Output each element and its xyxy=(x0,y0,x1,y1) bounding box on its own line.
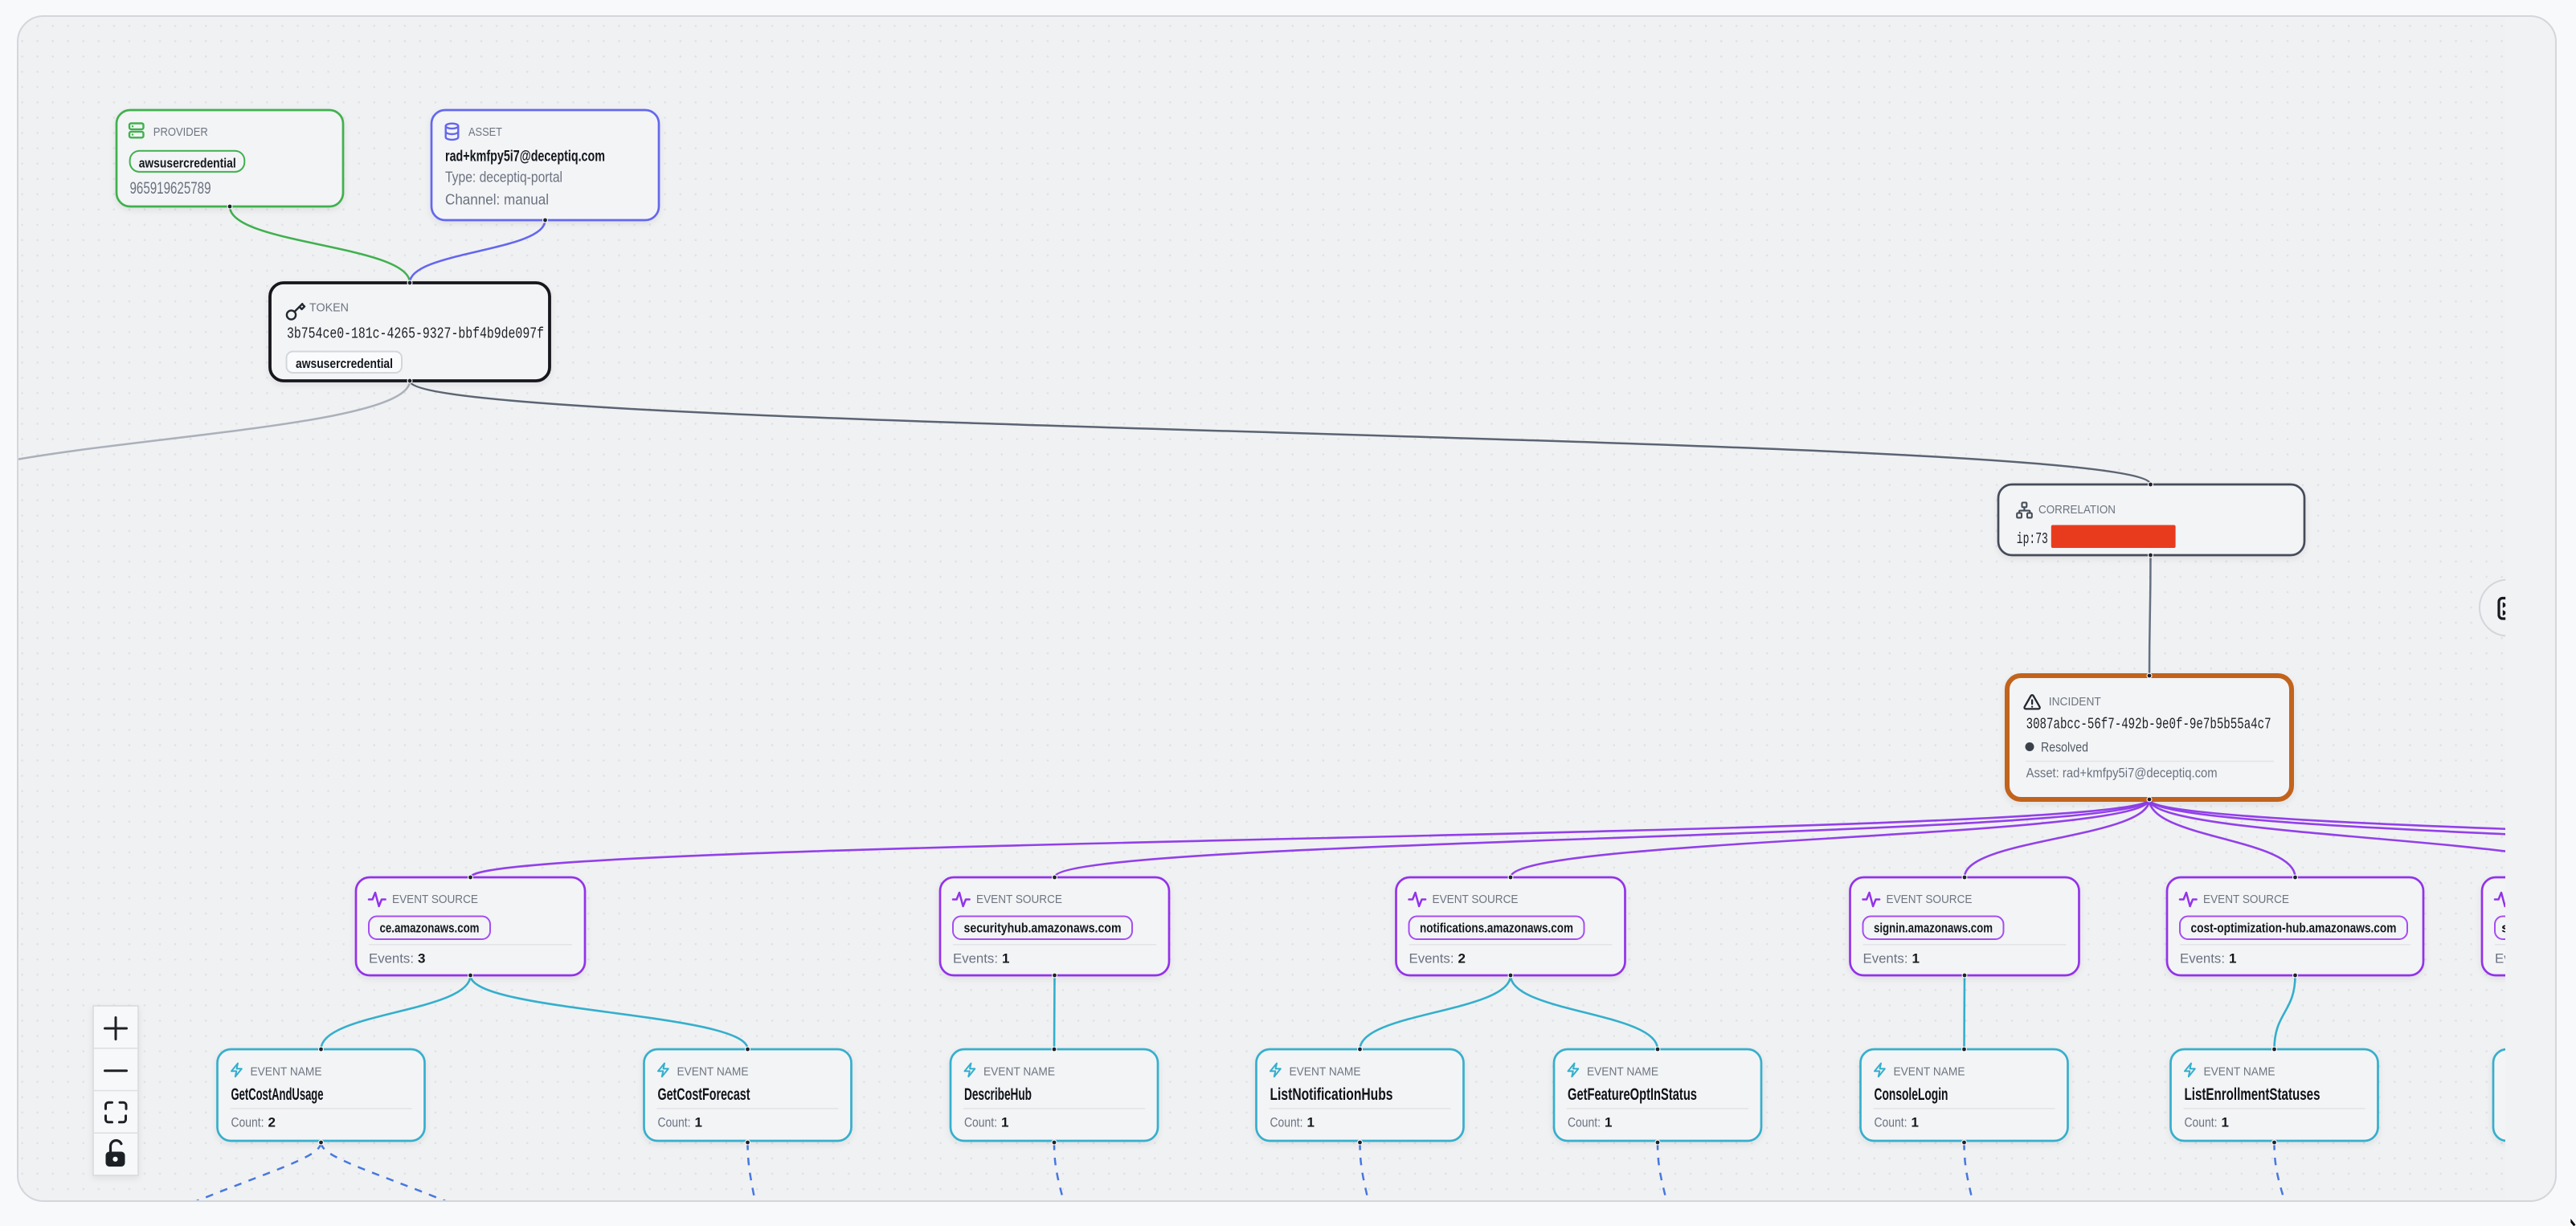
svg-text:Asset: rad+kmfpy5i7@deceptiq.c: Asset: rad+kmfpy5i7@deceptiq.com xyxy=(2026,766,2218,781)
svg-text:1: 1 xyxy=(695,1115,702,1130)
svg-text:ConsoleLogin: ConsoleLogin xyxy=(1875,1085,1948,1104)
svg-text:EVENT SOURCE: EVENT SOURCE xyxy=(1887,893,1973,906)
svg-text:EVENT SOURCE: EVENT SOURCE xyxy=(2203,893,2289,906)
svg-text:ip:73: ip:73 xyxy=(2017,530,2048,548)
svg-text:EVENT NAME: EVENT NAME xyxy=(983,1065,1055,1079)
svg-text:GetCostAndUsage: GetCostAndUsage xyxy=(231,1085,324,1104)
svg-text:GetFeatureOptInStatus: GetFeatureOptInStatus xyxy=(1568,1085,1697,1104)
svg-text:ce.amazonaws.com: ce.amazonaws.com xyxy=(380,922,480,936)
svg-text:1: 1 xyxy=(2222,1115,2229,1130)
svg-text:awsusercredential: awsusercredential xyxy=(296,357,393,371)
svg-text:Resolved: Resolved xyxy=(2041,740,2088,755)
svg-text:1: 1 xyxy=(1001,1115,1008,1130)
svg-text:1: 1 xyxy=(1912,951,1920,966)
svg-text:Count:: Count: xyxy=(231,1115,264,1130)
svg-text:Channel: manual: Channel: manual xyxy=(445,192,549,208)
svg-text:awsusercredential: awsusercredential xyxy=(139,157,236,171)
svg-text:Count:: Count: xyxy=(658,1115,691,1130)
svg-text:EVENT SOURCE: EVENT SOURCE xyxy=(976,893,1062,906)
svg-text:1: 1 xyxy=(1002,951,1009,966)
svg-text:Events:: Events: xyxy=(369,951,414,966)
svg-text:Count:: Count: xyxy=(1875,1115,1907,1130)
svg-text:notifications.amazonaws.com: notifications.amazonaws.com xyxy=(1420,922,1573,936)
svg-text:CORRELATION: CORRELATION xyxy=(2038,503,2116,517)
svg-text:Count:: Count: xyxy=(1568,1115,1601,1130)
svg-text:EVENT NAME: EVENT NAME xyxy=(251,1065,322,1079)
svg-text:DescribeHub: DescribeHub xyxy=(964,1085,1032,1104)
svg-text:EVENT NAME: EVENT NAME xyxy=(677,1065,749,1079)
svg-text:3087abcc-56f7-492b-9e0f-9e7b5b: 3087abcc-56f7-492b-9e0f-9e7b5b55a4c7 xyxy=(2026,716,2271,734)
svg-text:PROVIDER: PROVIDER xyxy=(153,125,208,139)
svg-text:EVENT NAME: EVENT NAME xyxy=(2204,1065,2275,1079)
svg-text:3b754ce0-181c-4265-9327-bbf4b9: 3b754ce0-181c-4265-9327-bbf4b9de097f xyxy=(287,325,544,343)
svg-text:INCIDENT: INCIDENT xyxy=(2049,695,2101,709)
svg-text:Count:: Count: xyxy=(964,1115,997,1130)
svg-text:1: 1 xyxy=(1307,1115,1315,1130)
svg-text:1: 1 xyxy=(1912,1115,1919,1130)
svg-text:Events:: Events: xyxy=(1409,951,1454,966)
svg-text:Count:: Count: xyxy=(2185,1115,2218,1130)
svg-text:GetCostForecast: GetCostForecast xyxy=(658,1085,750,1104)
svg-text:rad+kmfpy5i7@deceptiq.com: rad+kmfpy5i7@deceptiq.com xyxy=(445,149,605,166)
svg-text:securityhub.amazonaws.com: securityhub.amazonaws.com xyxy=(964,922,1122,936)
svg-text:TOKEN: TOKEN xyxy=(309,301,349,315)
svg-text:ListNotificationHubs: ListNotificationHubs xyxy=(1270,1085,1393,1104)
svg-text:3: 3 xyxy=(418,951,425,966)
svg-text:1: 1 xyxy=(1605,1115,1612,1130)
svg-text:signin.amazonaws.com: signin.amazonaws.com xyxy=(1874,922,1993,936)
svg-text:Events:: Events: xyxy=(953,951,998,966)
svg-text:EVENT NAME: EVENT NAME xyxy=(1587,1065,1658,1079)
svg-text:Count:: Count: xyxy=(1270,1115,1303,1130)
svg-text:965919625789: 965919625789 xyxy=(130,179,211,198)
svg-text:EVENT SOURCE: EVENT SOURCE xyxy=(392,893,478,906)
svg-text:1: 1 xyxy=(2229,951,2236,966)
svg-text:2: 2 xyxy=(1458,951,1466,966)
svg-text:ListEnrollmentStatuses: ListEnrollmentStatuses xyxy=(2185,1085,2320,1104)
svg-text:2: 2 xyxy=(268,1115,276,1130)
svg-text:Events:: Events: xyxy=(2495,951,2540,966)
svg-text:EVENT NAME: EVENT NAME xyxy=(1894,1065,1965,1079)
svg-text:cost-optimization-hub.amazonaw: cost-optimization-hub.amazonaws.com xyxy=(2191,922,2397,936)
svg-text:Type: deceptiq-portal: Type: deceptiq-portal xyxy=(445,170,562,186)
svg-text:EVENT SOURCE: EVENT SOURCE xyxy=(1433,893,1519,906)
svg-text:Events:: Events: xyxy=(2180,951,2225,966)
svg-text:ASSET: ASSET xyxy=(468,125,502,139)
svg-text:signin.amazonaws.com: signin.amazonaws.com xyxy=(2501,922,2576,936)
svg-text:EVENT NAME: EVENT NAME xyxy=(1290,1065,1361,1079)
svg-text:Events:: Events: xyxy=(1863,951,1908,966)
